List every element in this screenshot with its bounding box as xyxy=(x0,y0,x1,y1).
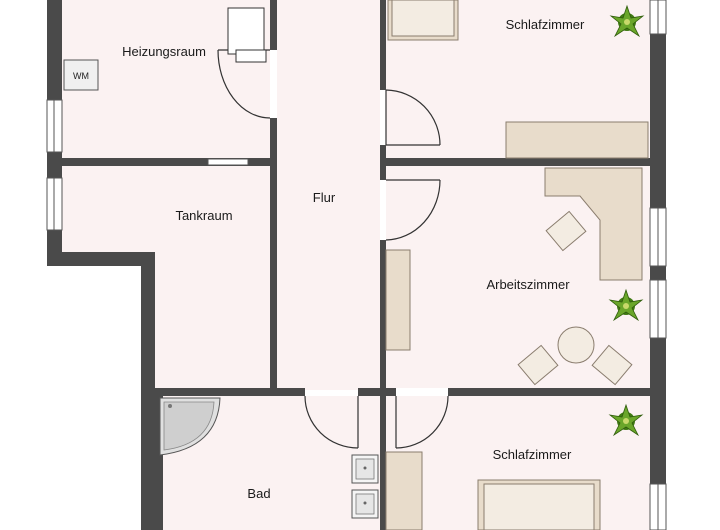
sink-2 xyxy=(351,489,379,519)
plant-icon xyxy=(608,288,644,322)
shower xyxy=(159,397,221,456)
chair-left xyxy=(517,344,559,386)
plant-icon xyxy=(609,4,645,38)
wardrobe-bottom xyxy=(385,451,423,530)
chair-desk xyxy=(545,210,587,252)
room-labels: Heizungsraum Tankraum Flur Schlafzimmer … xyxy=(122,17,585,501)
wm-label: WM xyxy=(73,71,89,81)
doors xyxy=(217,49,449,449)
room-label-heizungsraum: Heizungsraum xyxy=(122,44,206,59)
shelf-arbeitszimmer xyxy=(385,249,411,351)
sliding-door-tankraum xyxy=(207,158,249,166)
washing-machine: WM xyxy=(63,59,99,91)
door-schlafzimmer-bottom xyxy=(395,395,449,449)
room-label-schlafzimmer-top: Schlafzimmer xyxy=(506,17,585,32)
boiler xyxy=(227,7,267,63)
door-arbeitszimmer xyxy=(385,179,441,241)
plants xyxy=(608,4,645,437)
round-table xyxy=(557,326,595,364)
sink-1 xyxy=(351,454,379,484)
room-label-schlafzimmer-bottom: Schlafzimmer xyxy=(493,447,572,462)
room-label-bad: Bad xyxy=(247,486,270,501)
room-label-tankraum: Tankraum xyxy=(175,208,232,223)
plant-icon xyxy=(608,403,644,437)
windows xyxy=(46,0,667,530)
room-label-flur: Flur xyxy=(313,190,336,205)
room-label-arbeitszimmer: Arbeitszimmer xyxy=(486,277,570,292)
chair-right xyxy=(591,344,633,386)
furniture: WM xyxy=(63,0,649,530)
corner-desk xyxy=(544,167,643,281)
wardrobe-top xyxy=(505,121,649,159)
door-schlafzimmer-top xyxy=(385,89,441,146)
door-bad xyxy=(304,395,359,449)
